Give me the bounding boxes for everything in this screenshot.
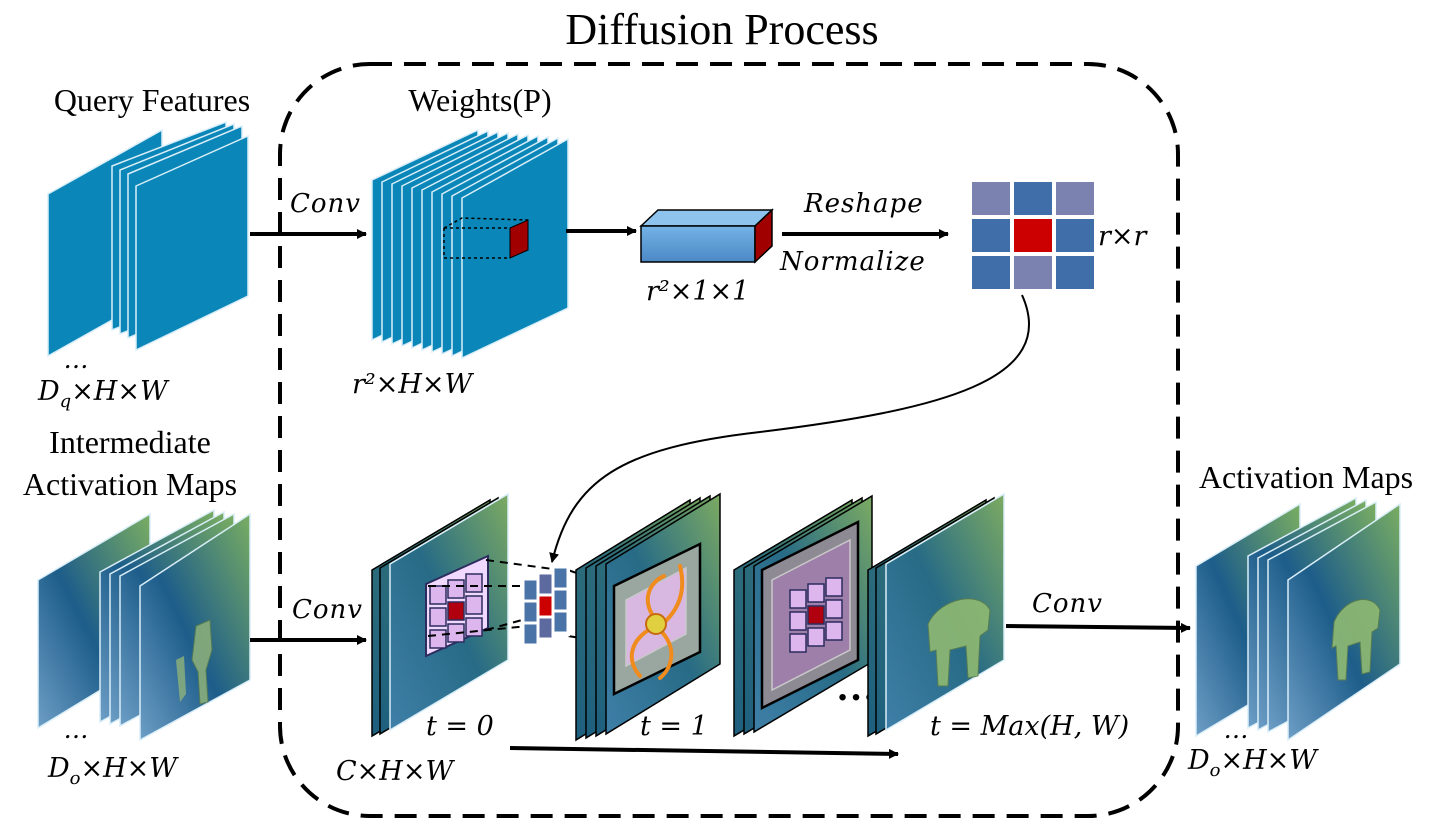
- output-label: Activation Maps: [1199, 459, 1413, 495]
- weights-selected-column: [443, 217, 529, 259]
- conv-right-label: Conv: [1032, 589, 1103, 619]
- reshape-label: Reshape: [803, 189, 924, 219]
- weight-vector-block: [639, 208, 774, 264]
- output-dims: Do×H×W: [1187, 745, 1319, 781]
- feature-dims: C×H×W: [336, 756, 455, 787]
- intermediate-dims: Do×H×W: [47, 753, 179, 789]
- query-feature-stack: [47, 120, 249, 358]
- normalize-label: Normalize: [779, 247, 926, 277]
- intermediate-label-line1: Intermediate: [49, 424, 211, 460]
- query-features-label: Query Features: [54, 82, 250, 118]
- weight-vector-dims: r²×1×1: [646, 276, 749, 307]
- conv-right-arrow: [1005, 622, 1191, 633]
- t1-feature-stack: [575, 492, 721, 742]
- query-features-dims: Dq×H×W: [37, 376, 170, 412]
- kernel-curve-arrow: [549, 294, 1030, 563]
- tmax-feature-stack: [867, 492, 1005, 738]
- time-arrow: [509, 746, 899, 759]
- conv-top-label: Conv: [290, 189, 361, 219]
- small-kernel: [522, 562, 570, 656]
- t1-label: t = 1: [640, 711, 708, 742]
- weights-stack: [371, 128, 569, 360]
- tn-local-grid: [789, 577, 843, 653]
- output-stack: [1195, 496, 1401, 742]
- weights-label: Weights(P): [408, 82, 551, 118]
- weights-dims: r²×H×W: [352, 369, 475, 400]
- intermediate-dots: …: [64, 715, 89, 744]
- kernel-grid: [972, 182, 1094, 289]
- kernel-dims: r×r: [1098, 221, 1149, 252]
- intermediate-label-line2: Activation Maps: [23, 466, 237, 502]
- diffusion-flow-arrows: [630, 564, 685, 680]
- query-features-dots: …: [64, 345, 89, 374]
- output-dots: …: [1224, 715, 1249, 744]
- intermediate-stack: [37, 508, 251, 742]
- tmax-label: t = Max(H, W): [930, 711, 1129, 742]
- diagram-title: Diffusion Process: [565, 5, 878, 54]
- t0-label: t = 0: [426, 711, 494, 742]
- diffusion-process-boundary: [278, 62, 1180, 818]
- conv-bottom-label: Conv: [292, 595, 363, 625]
